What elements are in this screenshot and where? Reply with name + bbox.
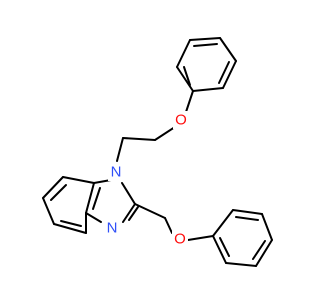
benzimidazole-core [42,176,139,234]
molecule-structure: O N N O [42,37,273,267]
oxygen-label-upper: O [175,112,187,129]
nitrogen-label-n3: N [107,220,118,237]
upper-phenyl-ring [176,37,237,92]
lower-phenyl-ring [212,209,273,267]
phenoxymethyl-linker [134,203,214,241]
atom-n1: N [108,163,124,181]
oxygen-label-lower: O [174,231,186,248]
nitrogen-label-n1: N [111,164,122,181]
atom-o-upper: O [173,111,189,129]
atom-n3: N [104,219,120,237]
atom-o-lower: O [172,230,188,248]
molecule-canvas: O N N O [42,37,273,267]
